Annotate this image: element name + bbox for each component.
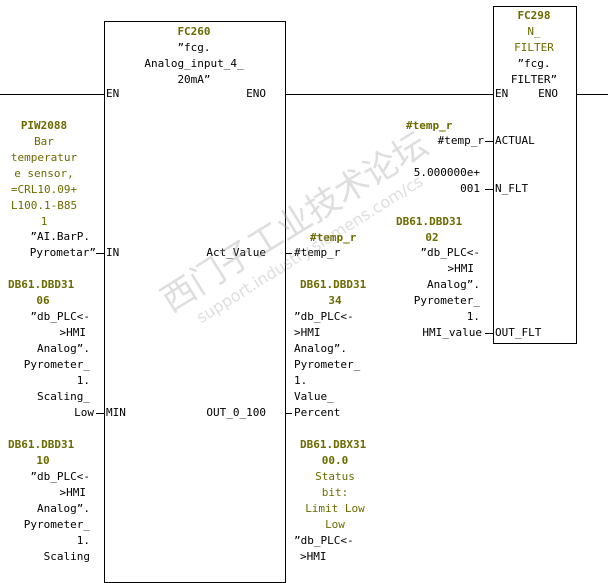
fc260-min-pin[interactable]: MIN	[106, 406, 126, 419]
operand-symbol-line: ”db_PLC<-	[294, 534, 354, 547]
operand-symbol-line: HMI_value	[422, 326, 482, 339]
operand-symbol-line: >HMI	[59, 486, 87, 499]
fc298-name: FC298	[517, 9, 551, 22]
operand-comment-line: Low	[325, 518, 345, 531]
operand-address: #temp_r	[310, 231, 357, 244]
operand-address: DB61.DBD31	[396, 215, 463, 228]
wire-in	[96, 253, 104, 254]
fc298-title-line: FILTER	[514, 41, 554, 54]
operand-symbol-line: Pyrometer_	[294, 358, 361, 371]
operand-address: 00.0	[321, 454, 349, 467]
operand-comment-line: bit:	[321, 486, 349, 499]
operand-address: 34	[328, 294, 342, 307]
operand-symbol-line: Scaling	[43, 550, 90, 563]
operand-symbol: #temp_r	[294, 246, 341, 259]
operand-symbol-line: Analog”.	[294, 342, 347, 355]
operand-symbol-line: Pyrometer_	[23, 358, 90, 371]
operand-symbol-line: Pyrometar”	[29, 246, 96, 259]
fc260-name: FC260	[177, 25, 211, 38]
wire-act	[284, 253, 292, 254]
operand-address: #temp_r	[406, 119, 453, 132]
operand-symbol-line: Value_	[294, 390, 334, 403]
operand-symbol-line: 1.	[294, 374, 308, 387]
operand-symbol-line: 1.	[76, 534, 90, 547]
operand-symbol-line: >HMI	[59, 326, 87, 339]
fc260-eno-pin[interactable]: ENO	[246, 87, 266, 100]
eno-out-wire	[576, 94, 608, 95]
fc260-title-line: Analog_input_4_	[144, 57, 244, 70]
operand-address: 02	[425, 231, 439, 244]
wire-min	[96, 413, 104, 414]
operand-address: DB61.DBD31	[8, 438, 75, 451]
fc298-en-pin[interactable]: EN	[495, 87, 509, 100]
wire-out	[284, 413, 292, 414]
fc298-title-line: ”fcg.	[517, 57, 551, 70]
operand-address: DB61.DBD31	[8, 278, 75, 291]
fc260-title-line: 20mA”	[177, 73, 211, 86]
operand-symbol-line: Percent	[294, 406, 341, 419]
operand-comment-line: temperatur	[10, 151, 78, 164]
fc298-outflt-pin[interactable]: OUT_FLT	[495, 326, 542, 339]
fc298-nflt-pin[interactable]: N_FLT	[495, 182, 529, 195]
operand-symbol-line: Analog”.	[37, 342, 90, 355]
fc298-title-line: FILTER”	[510, 73, 558, 86]
operand-symbol-line: >HMI	[447, 262, 475, 275]
operand-comment-line: =CRL10.09+	[10, 183, 78, 196]
operand-symbol-line: Low	[74, 406, 94, 419]
operand-symbol-line: >HMI	[294, 326, 321, 339]
fc298-eno-pin[interactable]: ENO	[538, 87, 558, 100]
constant-value-line: 5.000000e+	[413, 166, 480, 179]
operand-comment-line: Limit Low	[305, 502, 365, 515]
operand-symbol-line: >HMI	[300, 550, 327, 563]
operand-address: 10	[36, 454, 50, 467]
fc260-act-value-pin[interactable]: Act_Value	[206, 246, 266, 259]
fc260-title-line: ”fcg.	[177, 41, 211, 54]
fc260-block[interactable]	[104, 21, 286, 583]
operand-symbol-line: ”AI.BarP.	[30, 230, 90, 243]
operand-symbol-line: ”db_PLC<-	[30, 310, 90, 323]
wire-outflt	[485, 333, 493, 334]
fc298-block[interactable]	[493, 6, 577, 344]
operand-address: DB61.DBD31	[300, 278, 367, 291]
fc260-in-pin[interactable]: IN	[106, 246, 120, 259]
fc260-en-pin[interactable]: EN	[106, 87, 120, 100]
fc298-title-line: N_	[527, 25, 541, 38]
fc260-out-pin[interactable]: OUT_0_100	[206, 406, 266, 419]
operand-symbol-line: Pyrometer_	[413, 294, 480, 307]
operand-address: PIW2088	[20, 119, 68, 132]
operand-symbol-line: 1.	[76, 374, 90, 387]
operand-symbol-line: Analog”.	[427, 278, 480, 291]
operand-comment-line: 1	[40, 215, 48, 228]
wire-nflt	[485, 189, 493, 190]
operand-comment-line: Bar	[34, 135, 54, 148]
eno-to-en-wire	[284, 94, 493, 95]
operand-symbol: #temp_r	[437, 134, 484, 147]
fc298-actual-pin[interactable]: ACTUAL	[495, 134, 535, 147]
power-rail-wire-left	[0, 94, 104, 95]
operand-address: 06	[36, 294, 50, 307]
wire-actual	[485, 141, 493, 142]
operand-symbol-line: Analog”.	[37, 502, 90, 515]
operand-symbol-line: ”db_PLC<-	[30, 470, 90, 483]
operand-symbol-line: 1.	[466, 310, 480, 323]
operand-symbol-line: Scaling_	[37, 390, 90, 403]
operand-symbol-line: ”db_PLC<-	[294, 310, 354, 323]
operand-comment-line: L100.1-B85	[10, 199, 78, 212]
operand-comment-line: Status	[315, 470, 355, 483]
operand-address: DB61.DBX31	[300, 438, 367, 451]
constant-value-line: 001	[460, 182, 480, 195]
operand-comment-line: e sensor,	[14, 167, 74, 180]
operand-symbol-line: ”db_PLC<-	[420, 246, 480, 259]
operand-symbol-line: Pyrometer_	[23, 518, 90, 531]
